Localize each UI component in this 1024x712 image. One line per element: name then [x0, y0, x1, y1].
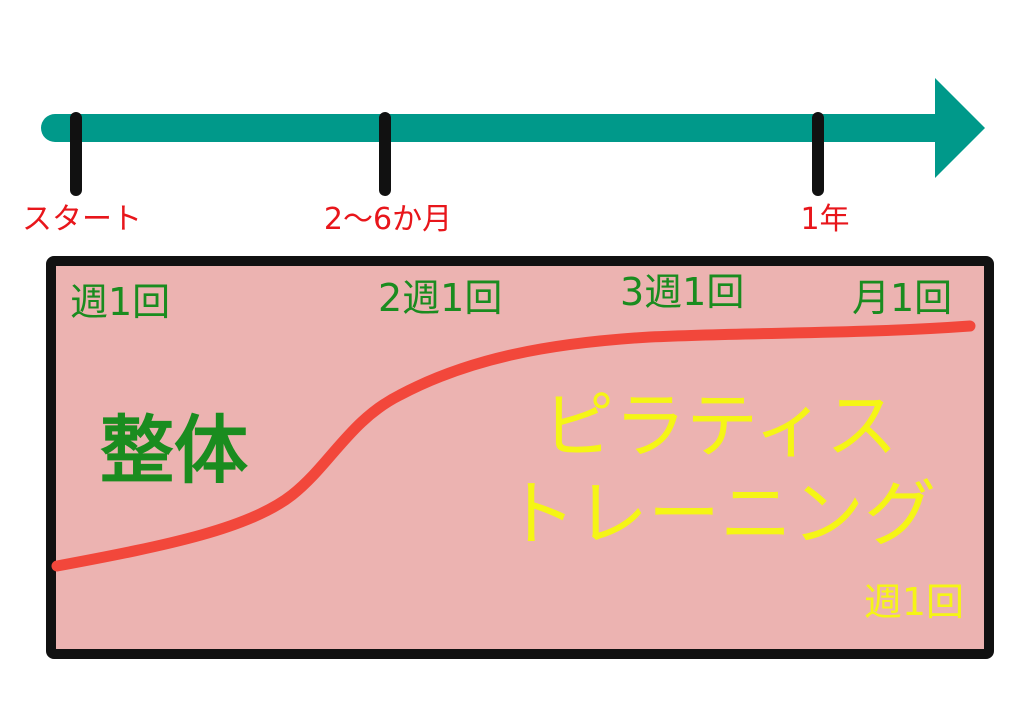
tick-label-1-year: 1年 — [800, 202, 850, 237]
pilates-title-line2: トレーニング — [503, 472, 936, 556]
pilates-frequency-weekly: 週1回 — [863, 580, 964, 624]
arrowhead-icon — [935, 78, 985, 178]
pilates-title: ピラティス トレーニング — [490, 382, 950, 558]
seitai-frequency-biweekly: 2週1回 — [378, 276, 503, 320]
pilates-title-line1: ピラティス — [542, 384, 898, 468]
seitai-frequency-monthly: 月1回 — [852, 276, 953, 320]
seitai-title: 整体 — [100, 408, 248, 494]
tick-label-start: スタート — [22, 202, 142, 237]
seitai-frequency-triweekly: 3週1回 — [620, 270, 745, 314]
seitai-frequency-weekly: 週1回 — [70, 280, 171, 324]
tick-label-2-6-months: 2〜6か月 — [323, 202, 453, 237]
